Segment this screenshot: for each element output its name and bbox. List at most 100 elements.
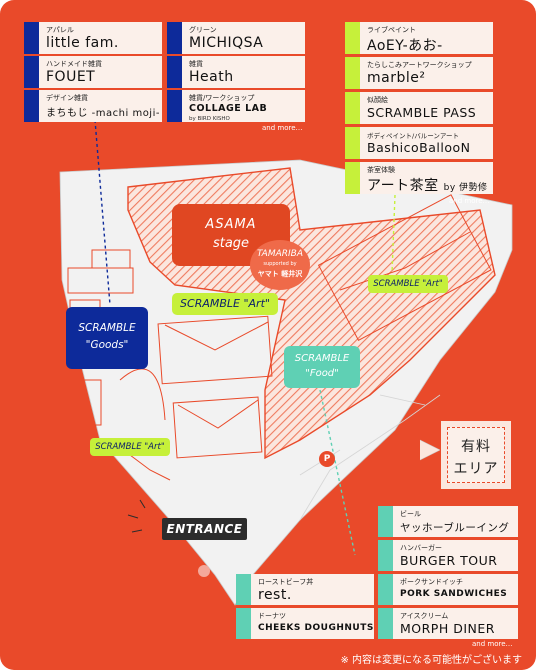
scramble-art-center-label[interactable]: SCRAMBLE "Art" [172,293,278,315]
shop-name: FOUET [46,69,96,85]
shop-category: 雑貨 [189,60,203,68]
paid-area-legend-inner: 有料 エリア [447,427,505,483]
shop-name: little fam. [46,35,119,51]
goods-label-line1: SCRAMBLE [78,322,136,334]
shop-card-michiqsa[interactable]: グリーン MICHIQSA [167,22,305,54]
shop-name: rest. [258,587,292,603]
shop-card-art-chashitsu[interactable]: 茶室体験 アート茶室 by 伊勢修 [345,162,493,194]
food-label-line2: "Food" [305,368,339,379]
shop-card-aoey[interactable]: ライブペイント AoEY-あお- [345,22,493,54]
goods-stripe [167,22,182,54]
shop-category: アイスクリーム [400,612,449,620]
shop-card-rest[interactable]: ローストビーフ丼 rest. [236,574,374,605]
shop-name: アート茶室 [367,178,439,194]
shop-card-machi-moji[interactable]: デザイン雑貨 まちもじ -machi moji- [24,90,162,122]
art-stripe [345,22,360,54]
shop-name: AoEY-あお- [367,38,443,54]
shop-category: ボディペイント/バルーンアート [367,132,460,140]
shop-category: ローストビーフ丼 [258,578,314,586]
goods-stripe [24,90,39,122]
shop-card-marble[interactable]: たらしこみアートワークショップ marble² [345,57,493,89]
art-stripe [345,92,360,124]
paid-area-legend: 有料 エリア [440,420,512,490]
paid-area-line1: 有料 [461,439,491,455]
shop-card-fouet[interactable]: ハンドメイド雑貨 FOUET [24,56,162,88]
shop-category: ライブペイント [367,26,416,34]
tamariba-title: TAMARIBA [257,249,303,259]
food-label-line1: SCRAMBLE [294,353,350,364]
art-and-more: and more… [449,197,490,205]
shop-category: たらしこみアートワークショップ [367,61,472,69]
shop-category: アパレル [46,26,74,34]
roads [299,394,441,521]
leader-line-goods [94,119,111,306]
shop-name: BURGER TOUR [400,553,498,568]
paid-area-pointer [419,439,441,461]
goods-stripe [167,90,182,122]
parking-icon: P [319,451,335,467]
tamariba-badge[interactable]: TAMARIBA supported by ヤマト 軽井沢 [250,240,310,290]
leader-line-art [391,194,396,274]
entrance-marks [127,499,146,533]
shop-category: ハンドメイド雑貨 [46,60,102,68]
shop-card-pork-sandwiches[interactable]: ポークサンドイッチ PORK SANDWICHES [378,574,518,605]
shop-name: ヤッホーブルーイング [400,522,510,534]
food-stripe [378,574,393,605]
food-stripe [378,540,393,571]
shop-card-scramble-pass[interactable]: 似顔絵 SCRAMBLE PASS [345,92,493,124]
shop-by: by 伊勢修 [443,183,488,193]
shop-name: marble² [367,70,426,86]
shop-category: 似顔絵 [367,96,388,104]
asama-subtitle: stage [212,236,250,251]
change-notice: ※ 内容は変更になる可能性がございます [340,655,522,666]
shop-card-cheeks-doughnuts[interactable]: ドーナツ CHEEKS DOUGHNUTS [236,608,374,639]
shop-subtitle: by BIRD KISHO [189,116,230,122]
shop-name: まちもじ -machi moji- [46,108,160,119]
shop-category: 茶室体験 [367,166,395,174]
goods-stripe [24,22,39,54]
food-stripe [378,608,393,639]
leader-line-food [319,389,356,556]
shop-category: ドーナツ [258,612,286,620]
shop-name-wrap: アート茶室 by 伊勢修 [367,175,488,194]
shop-category: ポークサンドイッチ [400,578,463,586]
shop-category: グリーン [189,26,217,34]
entrance-point [198,565,210,577]
shop-name: MICHIQSA [189,35,264,51]
shop-category: ビール [400,510,421,518]
asama-title: ASAMA [205,217,257,232]
art-stripe [345,127,360,159]
scramble-goods-label[interactable]: SCRAMBLE "Goods" [66,307,148,369]
entrance-label[interactable]: ENTRANCE [162,518,247,540]
tamariba-supported: supported by [263,261,297,267]
shop-card-yoho-brewing[interactable]: ビール ヤッホーブルーイング [378,506,518,537]
food-stripe [236,574,251,605]
shop-card-little-fam[interactable]: アパレル little fam. [24,22,162,54]
art-stripe [345,162,360,194]
shop-name: COLLAGE LAB [189,103,268,114]
goods-stripe [167,56,182,88]
shop-category: デザイン雑貨 [46,94,88,102]
paid-area-line2: エリア [453,461,499,477]
scramble-food-label[interactable]: SCRAMBLE "Food" [284,346,360,388]
shop-card-burger-tour[interactable]: ハンバーガー BURGER TOUR [378,540,518,571]
shop-name: CHEEKS DOUGHNUTS [258,623,374,633]
shop-category: 雑貨/ワークショップ [189,94,255,102]
shop-name: BashicoBallooN [367,140,471,155]
food-stripe [236,608,251,639]
goods-stripe [24,56,39,88]
shop-card-morph-diner[interactable]: アイスクリーム MORPH DINER [378,608,518,639]
shop-card-bashicoballoon[interactable]: ボディペイント/バルーンアート BashicoBallooN [345,127,493,159]
shop-name: PORK SANDWICHES [400,589,508,599]
scramble-art-right-label[interactable]: SCRAMBLE "Art" [368,275,448,293]
shop-card-collage-lab[interactable]: 雑貨/ワークショップ COLLAGE LAB by BIRD KISHO [167,90,305,122]
shop-card-heath[interactable]: 雑貨 Heath [167,56,305,88]
scramble-art-left-label[interactable]: SCRAMBLE "Art" [90,438,170,456]
art-stripe [345,57,360,89]
food-and-more: and more… [472,640,513,648]
shop-category: ハンバーガー [400,544,442,552]
tamariba-sponsor: ヤマト 軽井沢 [257,270,303,278]
shop-name: Heath [189,69,234,85]
goods-and-more: and more… [262,124,303,132]
